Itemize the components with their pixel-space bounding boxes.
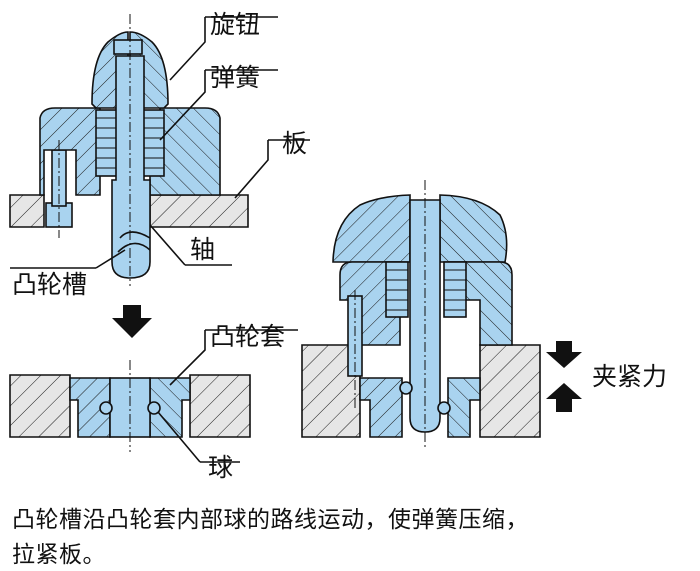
- down-arrow: [112, 305, 152, 338]
- clamp-arrow-up: [546, 383, 582, 412]
- cam-groove-left: [117, 231, 151, 253]
- lower-plate-left: [9, 374, 71, 438]
- right-ball-left: [399, 381, 413, 395]
- knob-cap: [113, 39, 143, 55]
- shaft-left: [111, 55, 151, 279]
- ball-right: [147, 401, 161, 415]
- ball-left: [99, 401, 113, 415]
- sleeve-assembly: [9, 360, 251, 452]
- label-cam-groove: 凸轮槽: [12, 270, 87, 299]
- right-ball-right: [437, 401, 451, 415]
- label-plate: 板: [282, 129, 307, 158]
- caption-line-1: 凸轮槽沿凸轮套内部球的路线运动，使弹簧压缩，: [12, 507, 529, 533]
- label-knob: 旋钮: [210, 10, 260, 39]
- right-plate-left: [301, 344, 361, 438]
- housing-left: [39, 107, 101, 196]
- label-ball: 球: [208, 453, 233, 482]
- right-assembly: [301, 180, 541, 448]
- caption-line-2: 拉紧板。: [12, 542, 106, 568]
- label-shaft: 轴: [190, 235, 215, 264]
- plate-left: [9, 194, 45, 228]
- label-clamp-force: 夹紧力: [592, 362, 667, 391]
- right-plate-right: [479, 344, 541, 438]
- right-knob-left: [332, 194, 411, 263]
- clamp-arrow-down: [546, 341, 582, 368]
- right-sleeve-left: [359, 377, 403, 438]
- lower-plate-right: [189, 374, 251, 438]
- right-knob-right: [439, 194, 508, 263]
- label-spring: 弹簧: [210, 63, 260, 92]
- left-assembly: [9, 14, 249, 286]
- plate-right: [149, 194, 249, 228]
- label-cam-sleeve: 凸轮套: [210, 322, 285, 351]
- leader-lines: [10, 16, 310, 463]
- right-sleeve-right: [447, 377, 481, 438]
